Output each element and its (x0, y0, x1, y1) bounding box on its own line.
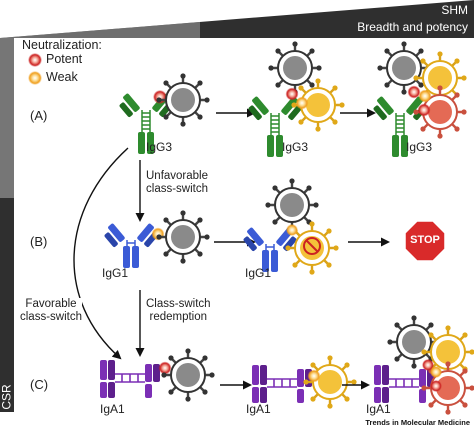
potent-binding-marker (285, 87, 299, 101)
isotype-label-igg3: IgG3 (146, 140, 173, 154)
favorable-line-1: Favorable (25, 298, 77, 310)
antibody-iga1-icon (99, 359, 161, 399)
redemption-line-2: redemption (149, 311, 208, 323)
favorable-switch-arrow (73, 147, 129, 360)
no-entry-icon (303, 237, 321, 255)
weak-binding-marker (286, 224, 298, 236)
isotype-label-igg3: IgG3 (406, 140, 433, 154)
legend-weak-label: Weak (46, 70, 78, 84)
unfavorable-switch-label: Unfavorable class-switch (146, 170, 208, 196)
antibody-iga1-icon (251, 364, 313, 404)
antibody-igg1-icon (100, 222, 162, 269)
shm-gradient-fade (0, 22, 200, 38)
redemption-line-1: Class-switch (146, 298, 211, 310)
potent-binding-marker (417, 103, 431, 117)
legend-title: Neutralization: (22, 38, 102, 52)
isotype-label-iga1: IgA1 (246, 402, 271, 416)
isotype-label-iga1: IgA1 (100, 402, 125, 416)
potent-binding-marker (158, 361, 172, 375)
shm-label: SHM (441, 3, 468, 17)
weak-binding-marker (418, 89, 432, 103)
row-label-b: (B) (30, 234, 48, 249)
breadth-potency-label: Breadth and potency (357, 20, 468, 34)
virus-icon (302, 354, 358, 410)
shm-gradient-band (0, 0, 474, 38)
antibody-iga1-icon (373, 364, 435, 404)
isotype-label-igg1: IgG1 (245, 266, 272, 280)
row-label-a: (A) (30, 108, 48, 123)
unfavorable-line-2: class-switch (146, 183, 208, 195)
stop-sign-text: STOP (410, 234, 440, 246)
virus-icon (155, 209, 211, 265)
isotype-label-iga1: IgA1 (366, 402, 391, 416)
row-label-c: (C) (30, 377, 49, 392)
virus-icon (267, 40, 323, 96)
isotype-label-igg1: IgG1 (102, 266, 129, 280)
virus-icon (376, 40, 432, 96)
potent-binding-marker (430, 380, 442, 392)
potent-binding-marker (422, 359, 434, 371)
favorable-line-2: class-switch (20, 311, 82, 323)
redemption-label: Class-switch redemption (146, 298, 211, 324)
virus-icon (160, 347, 216, 403)
csr-label: CSR (0, 384, 14, 410)
weak-binding-marker (295, 96, 309, 110)
virus-icon (155, 72, 211, 128)
weak-binding-marker (430, 366, 442, 378)
unfavorable-line-1: Unfavorable (146, 170, 209, 182)
legend-potent-label: Potent (46, 52, 83, 66)
weak-binding-marker (307, 369, 321, 383)
potent-legend-icon (28, 53, 42, 67)
source-credit: Trends in Molecular Medicine (365, 418, 470, 427)
isotype-label-igg3: IgG3 (282, 140, 309, 154)
favorable-switch-label: Favorable class-switch (20, 298, 82, 324)
csr-gradient-fade (0, 38, 14, 198)
weak-legend-icon (28, 71, 42, 85)
stop-sign-icon (404, 220, 446, 262)
potent-binding-marker (407, 85, 421, 99)
